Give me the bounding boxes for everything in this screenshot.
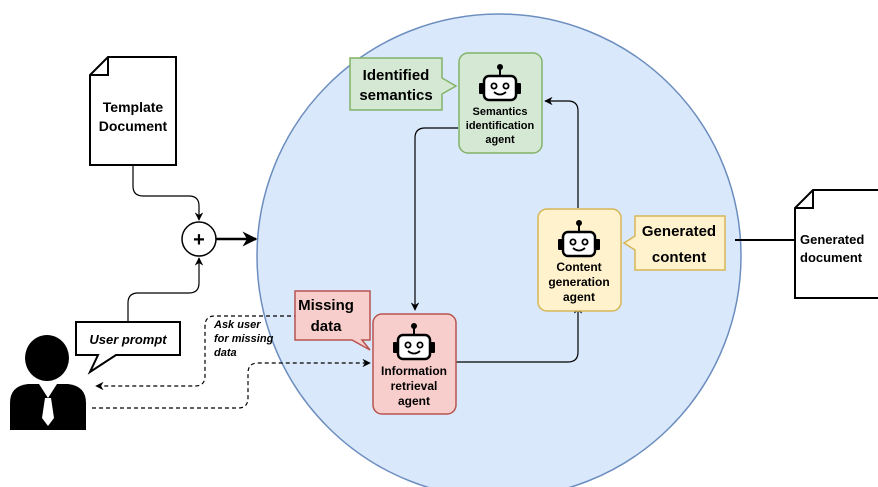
document-icon	[794, 189, 878, 299]
semantics-agent-label-3: agent	[485, 134, 515, 146]
ask-user-arrow	[95, 315, 305, 391]
missing-data-label-2: data	[311, 318, 343, 335]
information-retrieval-agent: Information retrieval agent	[372, 313, 457, 415]
generated-content-note: Generated content	[622, 215, 726, 271]
content-agent-label-1: Content	[556, 260, 601, 274]
semantics-to-retrieval-arrow	[410, 127, 458, 311]
content-agent-label-3: agent	[563, 290, 595, 304]
prompt-to-combiner-arrow	[127, 257, 204, 322]
template-document: Template Document	[89, 56, 177, 166]
speech-bubble-icon	[294, 290, 371, 351]
ask-user-label-3: data	[214, 347, 237, 359]
template-document-label-2: Document	[99, 118, 168, 134]
identified-semantics-label-2: semantics	[359, 87, 432, 104]
retrieval-agent-label-3: agent	[398, 394, 430, 408]
speech-bubble-icon	[75, 321, 181, 375]
user-reply-arrow	[92, 358, 371, 409]
plus-circle-icon: +	[181, 221, 217, 257]
generated-document: Generated document	[794, 189, 878, 299]
ask-user-label-1: Ask user	[213, 319, 261, 331]
generated-content-label-2: content	[652, 249, 706, 266]
missing-data-note: Missing data	[294, 290, 371, 351]
user-prompt-label: User prompt	[89, 332, 167, 347]
missing-data-label-1: Missing	[298, 297, 354, 314]
speech-bubble-icon	[349, 57, 458, 111]
ask-user-label-2: for missing	[214, 333, 274, 345]
template-document-label-1: Template	[103, 99, 164, 115]
identified-semantics-note: Identified semantics	[349, 57, 458, 111]
identified-semantics-label-1: Identified	[363, 67, 430, 84]
robot-icon	[558, 220, 600, 258]
semantics-agent-label-2: identification	[466, 120, 535, 132]
speech-bubble-icon	[622, 215, 726, 271]
retrieval-agent-label-1: Information	[381, 364, 447, 378]
robot-icon	[393, 323, 435, 361]
retrieval-agent-label-2: retrieval	[391, 379, 438, 393]
robot-icon	[479, 64, 521, 102]
generated-document-label-2: document	[800, 250, 863, 265]
semantics-agent-label-1: Semantics	[472, 106, 527, 118]
generated-document-label-1: Generated	[800, 232, 864, 247]
content-agent-label-2: generation	[548, 275, 609, 289]
semantics-identification-agent: Semantics identification agent	[458, 52, 543, 154]
template-to-combiner-arrow	[132, 165, 204, 221]
user-prompt-bubble: User prompt	[75, 321, 181, 375]
content-generation-agent: Content generation agent	[537, 208, 622, 312]
plus-symbol: +	[193, 229, 205, 251]
retrieval-to-content-arrow	[456, 305, 583, 363]
content-to-semantics-arrow	[544, 96, 579, 208]
user-icon	[10, 335, 86, 430]
generated-content-label-1: Generated	[642, 223, 716, 240]
